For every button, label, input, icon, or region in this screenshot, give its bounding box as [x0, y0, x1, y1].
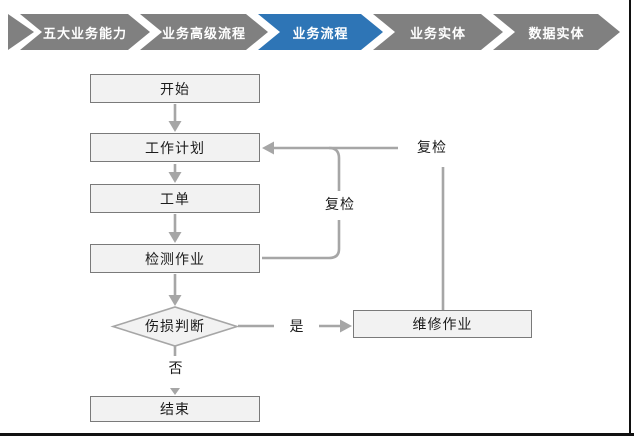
node-label: 开始	[160, 80, 190, 97]
node-repair-job: 维修作业	[353, 310, 532, 338]
step-data-entity[interactable]: 数据实体	[493, 14, 620, 50]
node-damage-decision-label: 伤损判断	[145, 318, 205, 334]
edge-label-recheck-inner: 复检	[323, 194, 357, 214]
edge-label-yes: 是	[287, 316, 307, 336]
edge-label-no: 否	[166, 358, 186, 378]
step-label: 业务实体	[409, 25, 466, 41]
slide-right-border	[629, 0, 631, 436]
step-label: 业务流程	[292, 25, 349, 41]
arrowhead-down-icon	[168, 172, 182, 183]
step-business-highlevel-process[interactable]: 业务高级流程	[140, 14, 268, 50]
arrowhead-down-icon	[168, 295, 182, 306]
node-work-order: 工单	[90, 184, 260, 213]
arrowhead-right-icon	[340, 319, 352, 333]
node-work-plan: 工作计划	[90, 133, 260, 162]
node-inspection-job: 检测作业	[90, 244, 260, 273]
node-start: 开始	[90, 74, 260, 103]
node-label: 结束	[160, 401, 190, 417]
node-label: 工作计划	[145, 139, 205, 156]
step-five-business-capabilities[interactable]: 五大业务能力	[20, 14, 150, 50]
node-label: 检测作业	[145, 250, 205, 267]
edge-label-recheck-outer: 复检	[415, 137, 449, 157]
node-end: 结束	[90, 396, 260, 422]
arrowhead-small-down-icon	[170, 388, 180, 395]
arrowhead-down-icon	[168, 232, 182, 243]
arrowhead-down-icon	[168, 121, 182, 132]
node-label: 维修作业	[412, 316, 473, 332]
node-label: 工单	[160, 190, 190, 207]
decision-diamond	[110, 306, 240, 347]
process-step-bar: 五大业务能力 业务高级流程 业务流程 业务实体 数据实体	[8, 14, 626, 50]
step-label: 业务高级流程	[161, 25, 246, 41]
arrowhead-left-icon	[262, 141, 274, 155]
slide-bottom-border	[0, 433, 634, 436]
step-label: 五大业务能力	[42, 25, 127, 41]
step-label: 数据实体	[528, 25, 585, 41]
